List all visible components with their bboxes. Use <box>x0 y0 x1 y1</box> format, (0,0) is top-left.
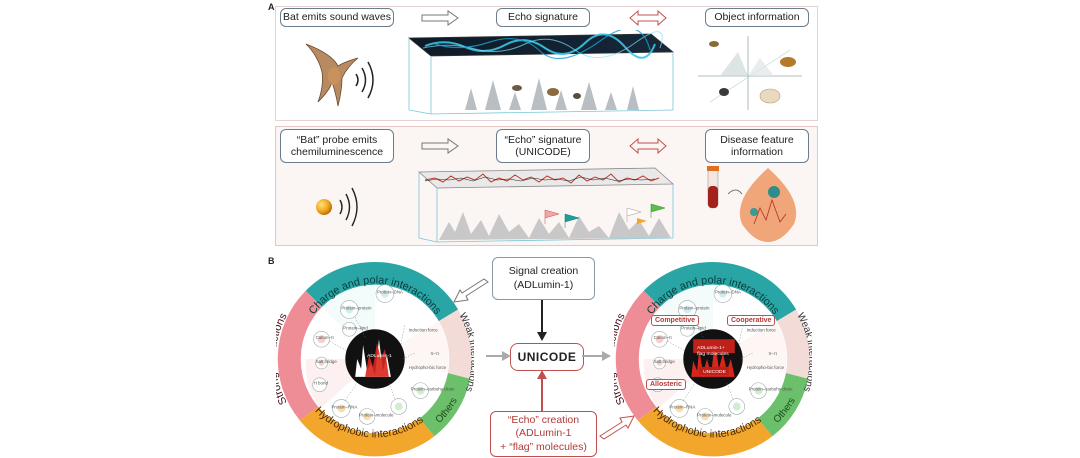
left-center-label: ADLumin-1 <box>367 353 392 359</box>
unicode-to-right-arrow-icon <box>582 351 611 361</box>
bat-probe-line1: “Bat” probe emits <box>296 133 378 146</box>
left-label-protein-protein: Protein–protein <box>341 306 372 311</box>
left-label-salt-bridge: Salt bridge <box>316 359 338 364</box>
panel-a-letter: A <box>268 2 275 12</box>
echo-creation-box: “Echo” creation (ADLumin-1 + “flag” mole… <box>490 411 597 457</box>
disease-info-box: Disease feature information <box>705 129 809 163</box>
right-label-hydrophobic-force: Hydropho-bic force <box>747 365 785 370</box>
object-info-box: Object information <box>705 8 809 27</box>
left-label-induction: Induction force <box>409 327 439 332</box>
cooperative-tag: Cooperative <box>727 315 776 326</box>
down-arrow-icon <box>537 300 547 341</box>
disease-info-line2: information <box>731 146 783 158</box>
panel-b-letter: B <box>268 256 275 266</box>
up-arrow-icon <box>537 370 547 411</box>
unicode-signature-visual <box>417 167 675 243</box>
signal-creation-line1: Signal creation <box>508 265 579 278</box>
row2-open-arrow-icon <box>421 138 459 154</box>
unicode-box: UNICODE <box>510 343 584 371</box>
bat-probe-line2: chemiluminescence <box>290 146 384 158</box>
left-label-protein-molecule: Protein–molecule <box>359 412 394 417</box>
echo-unicode-line1: “Echo” signature <box>504 133 582 146</box>
right-center-label-line1: ADLumin-1+ <box>697 345 725 351</box>
left-label-protein-carbo: Protein–carbohy-drate <box>411 387 455 392</box>
right-label-pi-pi: π–π <box>768 351 777 356</box>
right-center-label-line2: flag molecules <box>697 351 729 357</box>
row1-open-arrow-icon <box>421 10 459 26</box>
left-label-h-bond: H bond <box>314 381 329 386</box>
echo-creation-line2: (ADLumin-1 <box>515 427 572 440</box>
left-to-unicode-arrow-icon <box>486 351 511 361</box>
bat-emits-box: Bat emits sound waves <box>280 8 394 27</box>
left-label-protein-rna: Protein–RNA <box>331 405 357 410</box>
right-label-protein-dna: Protein–DNA <box>715 290 741 295</box>
left-label-protein-dna: Protein–DNA <box>377 290 403 295</box>
left-label-protein-lipid: Protein–lipid <box>343 325 368 330</box>
right-label-protein-carbo: Protein–carbohy-drate <box>749 387 793 392</box>
signal-creation-line2: (ADLumin-1) <box>513 278 574 291</box>
right-label-protein-rna: Protein–RNA <box>669 405 695 410</box>
right-label-protein-molecule: Protein–molecule <box>697 412 732 417</box>
echo-creation-line3: + “flag” molecules) <box>500 440 587 453</box>
echo-creation-line1: “Echo” creation <box>507 414 580 427</box>
object-info-visual <box>698 36 802 110</box>
left-interaction-wheel: Charge and polar interactions Hydrophobi… <box>276 261 474 457</box>
left-label-cation-pi: Cation–π <box>316 335 334 340</box>
right-label-protein-protein: Protein–protein <box>679 306 710 311</box>
echo-unicode-line2: (UNICODE) <box>515 146 571 158</box>
bat-probe-box: “Bat” probe emits chemiluminescence <box>280 129 394 163</box>
allosteric-tag: Allosteric <box>646 379 686 390</box>
signal-to-left-wheel-arrow-icon <box>453 278 489 303</box>
right-label-protein-lipid: Protein–lipid <box>681 325 706 330</box>
left-label-hydrophobic-force: Hydropho-bic force <box>409 365 447 370</box>
row2-double-arrow-icon <box>629 138 667 154</box>
echo-signature-visual <box>407 30 675 115</box>
disease-info-line1: Disease feature <box>720 133 794 146</box>
bat-icon <box>305 43 374 107</box>
competitive-tag: Competitive <box>651 315 700 326</box>
signal-creation-box: Signal creation (ADLumin-1) <box>492 257 595 300</box>
right-label-salt-bridge: Salt bridge <box>654 359 676 364</box>
probe-sphere-icon <box>316 187 358 227</box>
right-center-unicode: UNICODE <box>703 369 726 375</box>
row1-double-arrow-icon <box>629 10 667 26</box>
right-label-cation-pi: Cation–π <box>654 335 672 340</box>
echo-signature-box: Echo signature <box>496 8 590 27</box>
right-interaction-wheel: Charge and polar interactions Hydrophobi… <box>614 261 812 457</box>
left-label-pi-pi: π–π <box>430 351 439 356</box>
right-label-induction: Induction force <box>747 327 777 332</box>
disease-info-visual <box>707 166 797 242</box>
echo-unicode-box: “Echo” signature (UNICODE) <box>496 129 590 163</box>
echo-to-right-wheel-arrow-icon <box>599 415 635 440</box>
